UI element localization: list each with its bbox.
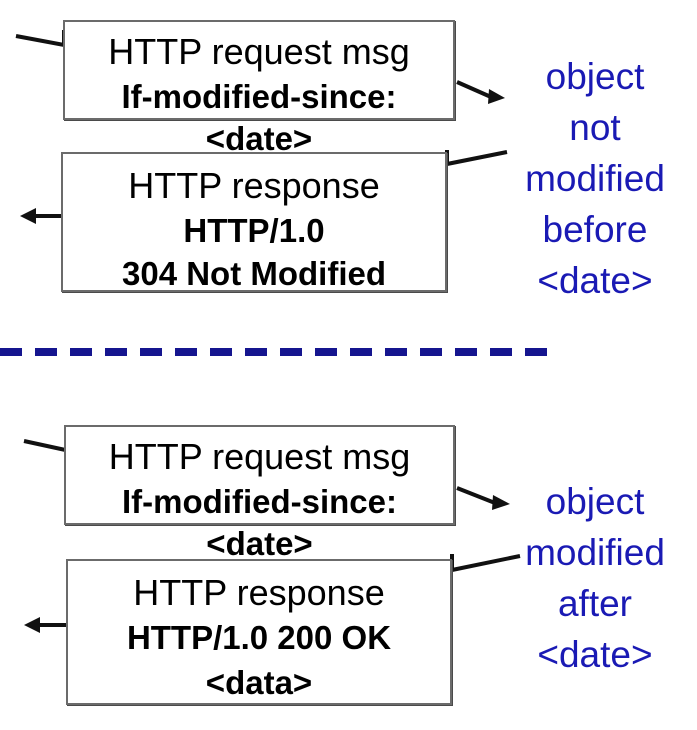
annotation-line: modified [525,158,665,199]
request-line-1-1: HTTP request msg [108,31,410,72]
annotation-line: modified [525,532,665,573]
request-line-2-1: HTTP request msg [108,436,411,477]
annotation-line: not [569,107,621,148]
annotation-line: object [545,481,645,522]
scenario-divider [0,348,553,356]
response-line-1-1: HTTP response [128,165,380,206]
response-leader-line-1 [445,150,508,167]
response-line-2-2: HTTP/1.0 200 OK [126,619,392,656]
response-line-2-1: HTTP response [133,572,385,613]
request-line-2-2: If-modified-since: [121,483,397,520]
annotation-line: object [545,56,645,97]
response-line-2-3: <data> [205,664,313,701]
http-request-box-1: HTTP request msg If-modified-since: [63,20,455,120]
http-request-box-2: HTTP request msg If-modified-since: [64,425,455,525]
http-response-box-2: HTTP response HTTP/1.0 200 OK <data> [66,559,452,705]
response-line-1-2: HTTP/1.0 [183,212,325,249]
response-leader-line-2 [450,554,521,573]
request-date-overflow-1: <date> [205,120,313,157]
request-leader-line-1 [15,30,66,48]
annotation-object-not-modified: object not modified before <date> [500,58,690,299]
request-arrow-2 [456,486,510,510]
request-line-1-2: If-modified-since: [121,78,397,115]
annotation-line: <date> [537,634,653,675]
request-arrow-1 [456,80,505,104]
annotation-object-modified: object modified after <date> [500,483,690,673]
response-line-1-3: 304 Not Modified [121,255,387,292]
annotation-line: after [557,583,633,624]
request-date-overflow-2: <date> [206,525,313,562]
annotation-line: before [542,209,648,250]
http-response-box-1: HTTP response HTTP/1.0 304 Not Modified [61,152,447,292]
annotation-line: <date> [537,260,653,301]
